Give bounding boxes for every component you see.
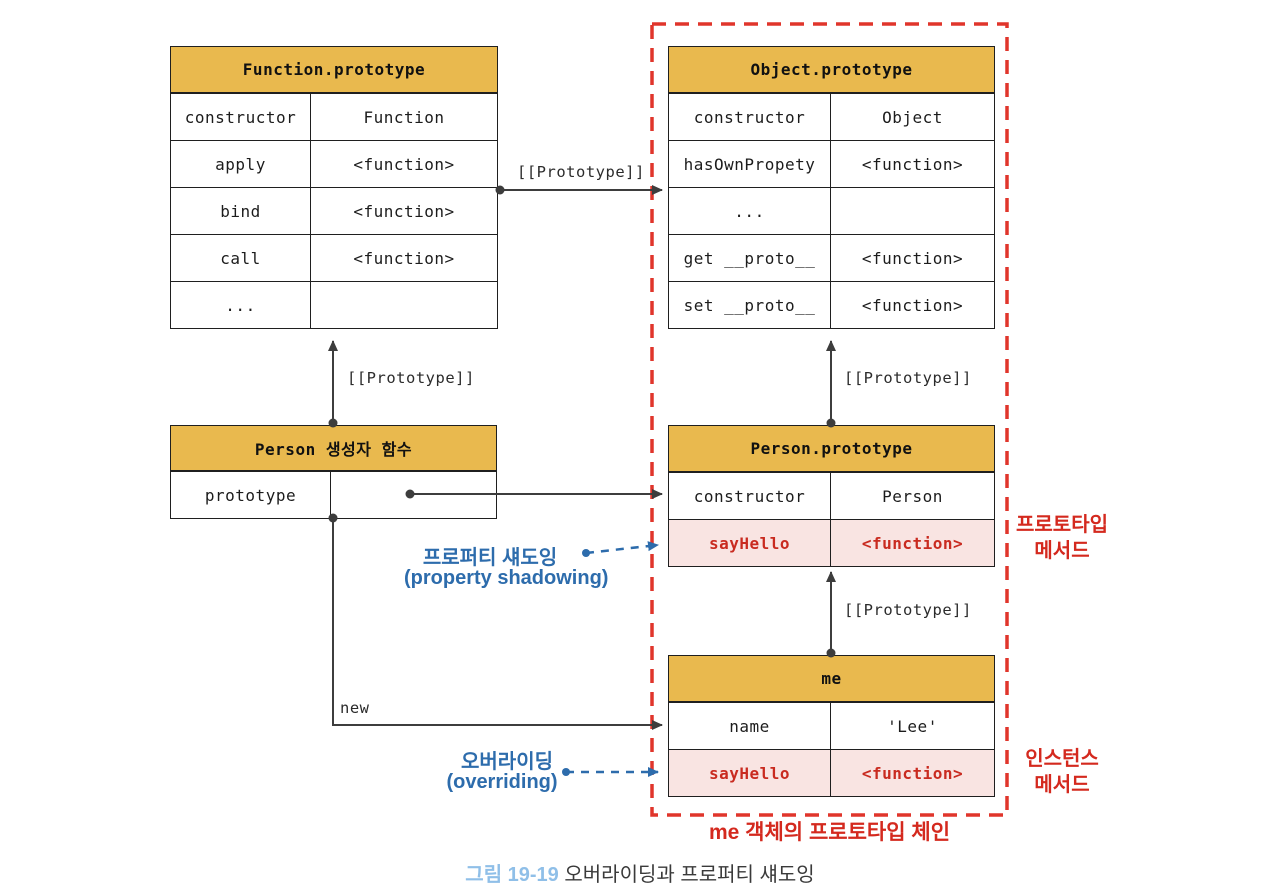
- property-name: ...: [171, 282, 311, 328]
- new-keyword-label: new: [340, 699, 370, 717]
- table-row: prototype: [171, 471, 496, 518]
- table-function-prototype: Function.prototype constructor Function …: [170, 46, 498, 329]
- prototype-link-label-left: [[Prototype]]: [347, 369, 475, 387]
- property-value: [831, 188, 994, 234]
- table-row: ...: [669, 187, 994, 234]
- instance-method-line1: 인스턴스: [1025, 748, 1099, 770]
- table-person-prototype-title: Person.prototype: [669, 426, 994, 472]
- property-name: ...: [669, 188, 831, 234]
- property-value: <function>: [353, 154, 455, 174]
- property-value: <function>: [861, 295, 964, 315]
- property-value: [331, 472, 496, 518]
- prototype-method-line2: 메서드: [1034, 540, 1090, 562]
- table-row: constructor Function: [171, 93, 497, 140]
- arrow-me-to-personproto: [826, 571, 836, 658]
- figure-number: 그림 19-19: [465, 864, 559, 886]
- arrow-function-to-object: [495, 185, 663, 195]
- property-name: apply: [171, 141, 311, 187]
- table-person-constructor: Person 생성자 함수 prototype: [170, 425, 497, 519]
- instance-method-line2: 메서드: [1034, 774, 1090, 796]
- property-value: [311, 282, 497, 328]
- arrow-person-to-functionproto: [328, 340, 338, 428]
- property-value: Function: [363, 107, 445, 127]
- property-shadowing-label-ko: 프로퍼티 섀도잉: [422, 547, 558, 569]
- table-row: constructor Person: [669, 472, 994, 519]
- table-row: get __proto__ <function>: [669, 234, 994, 281]
- table-me: me name 'Lee' sayHello <function>: [668, 655, 995, 797]
- property-value: Person: [882, 486, 943, 506]
- table-row: constructor Object: [669, 93, 994, 140]
- property-name: set __proto__: [669, 282, 831, 328]
- property-value: <function>: [353, 201, 455, 221]
- instance-method-label: 인스턴스 메서드: [1012, 746, 1112, 798]
- table-person-prototype: Person.prototype constructor Person sayH…: [668, 425, 995, 567]
- figure-title: 오버라이딩과 프로퍼티 섀도잉: [558, 864, 815, 886]
- table-row: hasOwnPropety <function>: [669, 140, 994, 187]
- table-row: name 'Lee': [669, 702, 994, 749]
- table-row: ...: [171, 281, 497, 328]
- table-function-prototype-title: Function.prototype: [171, 47, 497, 93]
- property-name: name: [669, 703, 831, 749]
- prototype-method-line1: 프로토타입: [1016, 514, 1108, 536]
- property-value: <function>: [353, 248, 455, 268]
- property-shadowing-label-en: (property shadowing): [404, 567, 609, 589]
- arrow-property-shadowing: [582, 541, 659, 557]
- prototype-method-label: 프로토타입 메서드: [1012, 512, 1112, 564]
- property-value: 'Lee': [887, 716, 938, 736]
- property-name: sayHello: [669, 520, 831, 566]
- table-row-sayhello-instance: sayHello <function>: [669, 749, 994, 796]
- table-row: call <function>: [171, 234, 497, 281]
- table-me-title: me: [669, 656, 994, 702]
- table-row: bind <function>: [171, 187, 497, 234]
- property-name: sayHello: [669, 750, 831, 796]
- property-value: <function>: [861, 248, 964, 268]
- property-name: bind: [171, 188, 311, 234]
- prototype-link-label-right-lower: [[Prototype]]: [844, 601, 972, 619]
- prototype-link-label-top: [[Prototype]]: [517, 163, 645, 181]
- property-value: <function>: [861, 154, 964, 174]
- table-person-constructor-title: Person 생성자 함수: [171, 426, 496, 471]
- table-row: set __proto__ <function>: [669, 281, 994, 328]
- overriding-label-ko: 오버라이딩: [461, 751, 553, 773]
- table-row: apply <function>: [171, 140, 497, 187]
- property-name: prototype: [171, 472, 331, 518]
- property-name: call: [171, 235, 311, 281]
- prototype-chain-label: me 객체의 프로토타입 체인: [708, 821, 951, 844]
- property-value: <function>: [831, 520, 994, 566]
- property-name: get __proto__: [669, 235, 831, 281]
- property-name: constructor: [669, 473, 831, 519]
- overriding-label-en: (overriding): [446, 771, 558, 793]
- table-object-prototype-title: Object.prototype: [669, 47, 994, 93]
- prototype-link-label-right-upper: [[Prototype]]: [844, 369, 972, 387]
- table-row-sayhello-prototype: sayHello <function>: [669, 519, 994, 566]
- arrow-personproto-to-objectproto: [826, 340, 836, 428]
- property-name: constructor: [171, 94, 311, 140]
- table-object-prototype: Object.prototype constructor Object hasO…: [668, 46, 995, 329]
- property-value: <function>: [831, 750, 994, 796]
- property-name: constructor: [669, 94, 831, 140]
- figure-caption: 그림 19-19 오버라이딩과 프로퍼티 섀도잉: [0, 858, 1280, 887]
- property-value: Object: [882, 107, 943, 127]
- property-name: hasOwnPropety: [669, 141, 831, 187]
